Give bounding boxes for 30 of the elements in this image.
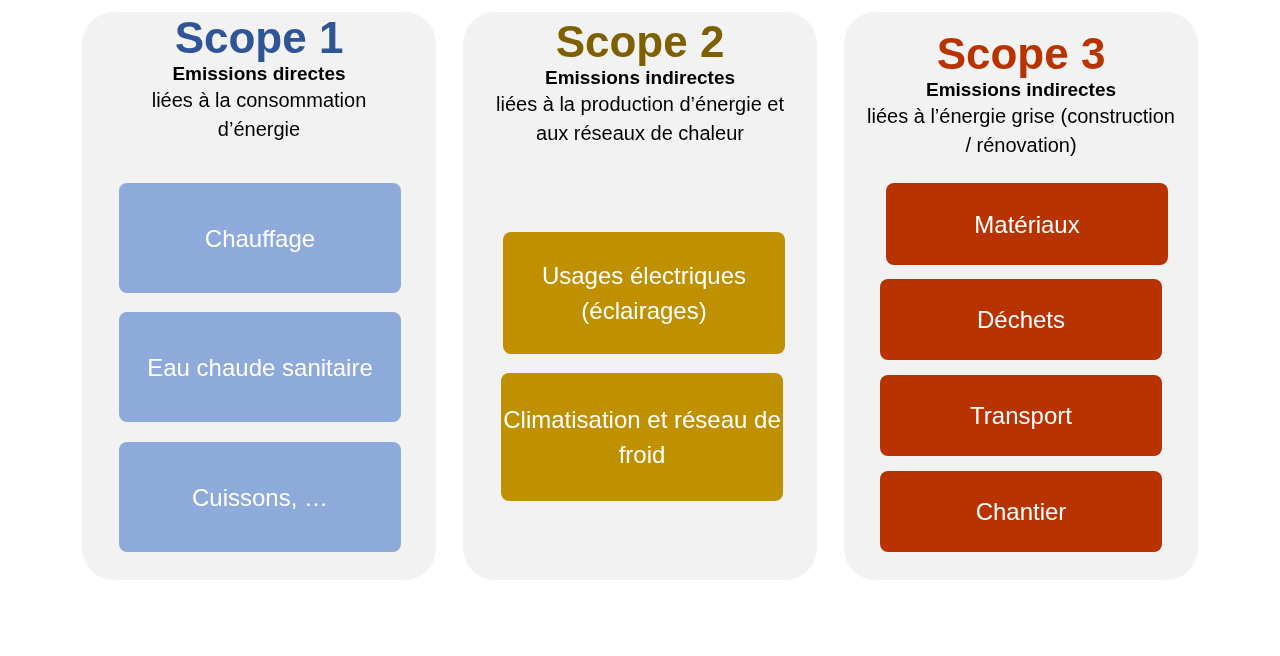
category-box (119, 442, 401, 552)
scope-panel (844, 12, 1198, 580)
box-label: Chantier (975, 497, 1067, 527)
category-box (503, 232, 785, 354)
box-label: Eau chaude sanitaire (147, 352, 373, 383)
panel-description: liées à la production d’énergie et aux réseaux de chaleur (495, 92, 785, 146)
scope-title: Scope 2 (555, 18, 725, 66)
panel-subtitle: Emissions indirectes (925, 78, 1117, 102)
panel-description: liées à la consommation d’énergie (150, 88, 368, 142)
scope-title: Scope 1 (174, 14, 344, 62)
panel-subtitle: Emissions directes (172, 62, 346, 86)
panel-description: liées à l’énergie grise (construction / rénovation) (866, 104, 1176, 158)
category-box (119, 312, 401, 422)
box-label: Usages électriques (éclairages) (540, 261, 748, 326)
box-label: Matériaux (974, 209, 1080, 240)
panel-subtitle: Emissions indirectes (544, 66, 736, 90)
category-box (119, 183, 401, 293)
category-box (880, 279, 1162, 360)
scope-panel (82, 12, 436, 580)
scope-title: Scope 3 (936, 30, 1106, 78)
box-label: Chauffage (204, 223, 316, 254)
category-box (880, 375, 1162, 456)
box-label: Cuissons, … (191, 482, 328, 513)
category-box (501, 373, 783, 501)
scope-panel (463, 12, 817, 580)
category-box (880, 471, 1162, 552)
category-box (886, 183, 1168, 265)
box-label: Climatisation et réseau de froid (502, 405, 782, 470)
box-label: Transport (970, 401, 1072, 431)
box-label: Déchets (976, 305, 1065, 335)
